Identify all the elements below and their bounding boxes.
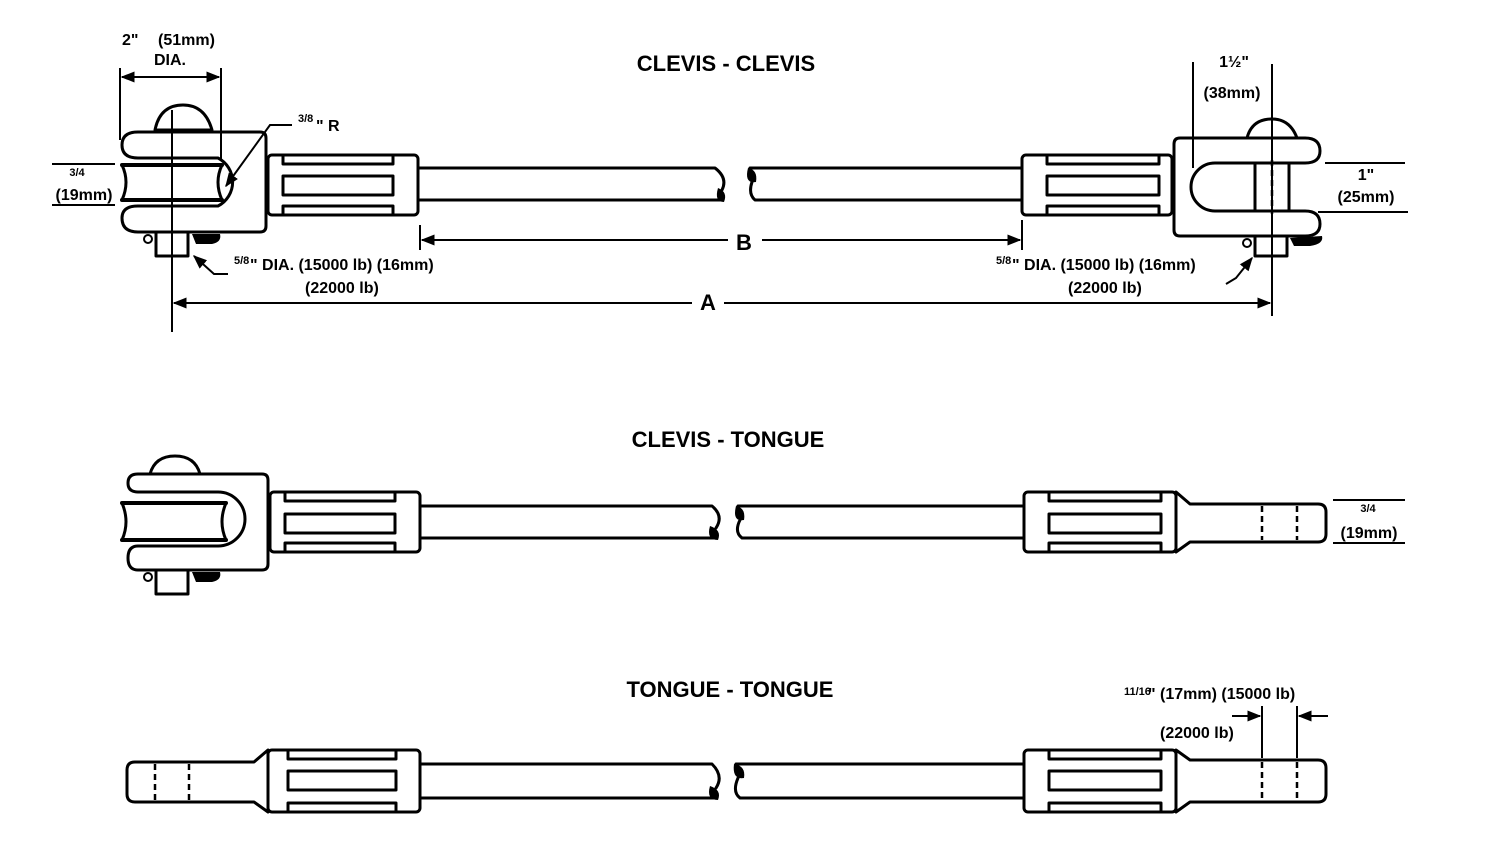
clevis-body xyxy=(120,130,268,234)
tongue-thickness-mm: (19mm) xyxy=(1341,525,1398,542)
assembly-clevis-tongue: CLEVIS - TONGUE xyxy=(120,427,1405,596)
assembly-title: CLEVIS - TONGUE xyxy=(632,427,825,452)
right-tongue xyxy=(1174,748,1328,814)
cotter-pin-icon xyxy=(1242,238,1252,248)
pin-right-frac: 5/8 xyxy=(996,255,1011,267)
rod xyxy=(416,166,1024,202)
left-clevis xyxy=(120,454,270,596)
jaw-depth-in: 1½" xyxy=(1219,54,1249,71)
clevis-body xyxy=(1172,136,1322,238)
jaw-opening-in: 1" xyxy=(1358,167,1374,184)
clevis-body xyxy=(126,472,270,572)
radius-frac: 3/8 xyxy=(298,113,313,125)
pin-left-alt: (22000 lb) xyxy=(305,280,379,297)
left-body xyxy=(266,748,422,814)
pin-right-alt: (22000 lb) xyxy=(1068,280,1142,297)
groove-frac: 3/4 xyxy=(69,167,85,179)
right-clevis xyxy=(1172,117,1323,258)
dim-a-label: A xyxy=(700,290,716,315)
dimensions-row3: 11/16 " (17mm) (15000 lb) (22000 lb) xyxy=(1124,686,1328,758)
right-body xyxy=(1022,748,1178,814)
rod xyxy=(418,504,1026,540)
pin-left-frac: 5/8 xyxy=(234,255,249,267)
left-tongue xyxy=(125,748,270,814)
cotter-pin-icon xyxy=(143,572,153,582)
cotter-tail xyxy=(1290,236,1323,246)
left-body xyxy=(268,490,422,554)
right-body xyxy=(1022,490,1178,554)
groove-mm: (19mm) xyxy=(56,187,113,204)
sheave-dia-suffix: DIA. xyxy=(154,52,186,69)
pin-right-text: " DIA. (15000 lb) (16mm) xyxy=(1012,257,1196,274)
bolt-head xyxy=(148,454,202,476)
pin-nut xyxy=(154,568,190,596)
sheave xyxy=(120,501,228,542)
assembly-title: TONGUE - TONGUE xyxy=(627,677,834,702)
dimensions-row1: 2" (51mm) DIA. 3/8 " R 3/4 (19mm) 5/8 " … xyxy=(52,32,1408,332)
cotter-pin-icon xyxy=(143,234,153,244)
tongue-hole-frac: 11/16 xyxy=(1124,686,1151,698)
right-body xyxy=(1020,153,1174,217)
pin-left-text: " DIA. (15000 lb) (16mm) xyxy=(250,257,434,274)
tongue-hole-text: " (17mm) (15000 lb) xyxy=(1148,686,1295,703)
right-tongue xyxy=(1174,490,1328,554)
cotter-tail xyxy=(192,234,221,244)
bolt-head xyxy=(153,103,214,132)
jaw-opening-mm: (25mm) xyxy=(1338,189,1395,206)
assembly-tongue-tongue: TONGUE - TONGUE xyxy=(125,677,1328,814)
left-body xyxy=(266,153,420,217)
rod xyxy=(418,762,1026,800)
sheave-dia-mm: (51mm) xyxy=(158,32,215,49)
dim-b-label: B xyxy=(736,230,752,255)
left-clevis xyxy=(120,103,268,258)
assembly-title: CLEVIS - CLEVIS xyxy=(637,51,815,76)
sheave-dia-in: 2" xyxy=(122,32,138,49)
jaw-depth-mm: (38mm) xyxy=(1204,85,1261,102)
assembly-clevis-clevis: CLEVIS - CLEVIS xyxy=(52,32,1408,332)
cotter-tail xyxy=(192,572,221,582)
radius-label: " R xyxy=(316,118,340,135)
dimensions-row2: 3/4 (19mm) xyxy=(1333,499,1405,544)
tongue-thickness-frac: 3/4 xyxy=(1360,503,1376,515)
tongue-hole-alt: (22000 lb) xyxy=(1160,725,1234,742)
